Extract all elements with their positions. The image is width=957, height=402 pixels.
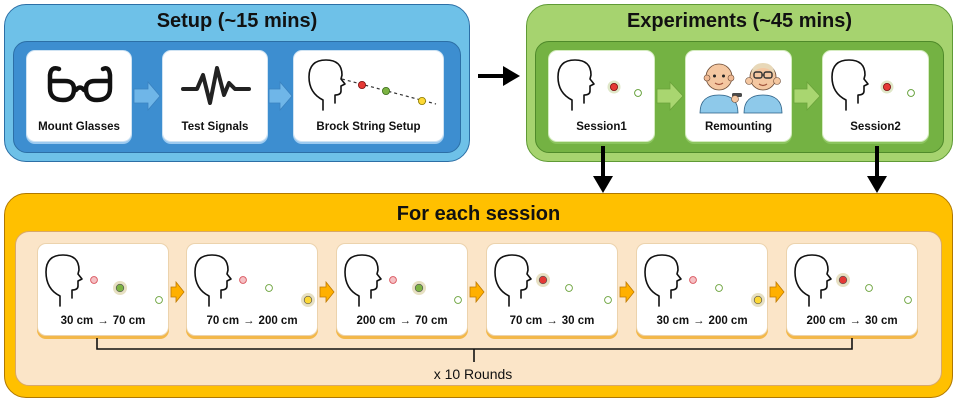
setup-step-mount-glasses: Mount Glasses [26,50,132,142]
setup-title: Setup (~15 mins) [156,10,318,32]
distance-from: 70 cm [509,315,543,327]
session-flow-arrow [619,280,635,304]
head-targets-icon [194,254,315,307]
head-targets-icon [494,254,612,307]
distance-to: 200 cm [708,315,748,327]
distance-to: 30 cm [864,315,898,327]
distance-from: 200 cm [806,315,846,327]
glasses-icon [47,66,113,103]
session-step-card: 30 cm→200 cm [636,243,768,336]
session-step-card: 70 cm→200 cm [186,243,318,336]
experiment-step-remounting: Remounting [685,50,792,142]
distance-to: 200 cm [258,315,298,327]
distance-transition-label: 70 cm→200 cm [187,315,317,327]
distance-transition-label: 70 cm→30 cm [487,315,617,327]
distance-from: 30 cm [656,315,690,327]
experiment-step-label: Remounting [704,121,773,133]
distance-to: 30 cm [561,315,595,327]
head-targets-icon [831,59,915,111]
setup-step-brock-string: Brock String Setup [293,50,444,142]
flow-arrow [793,80,821,112]
session-step-card: 200 cm→70 cm [336,243,468,336]
distance-transition-label: 30 cm→200 cm [637,315,767,327]
head-targets-icon [794,254,912,307]
head-targets-icon [644,254,765,307]
distance-transition-label: 200 cm→30 cm [787,315,917,327]
arrow-right-icon: → [243,315,255,327]
experiment-step-label: Session2 [850,121,901,133]
head-targets-icon [557,59,642,111]
rounds-label: x 10 Rounds [433,366,513,382]
distance-from: 30 cm [60,315,94,327]
distance-transition-label: 200 cm→70 cm [337,315,467,327]
signal-wave-icon [181,66,251,105]
people-remounting-icon [699,63,783,114]
session-step-card: 70 cm→30 cm [486,243,618,336]
distance-from: 70 cm [206,315,240,327]
head-targets-icon [344,254,462,307]
experiments-title: Experiments (~45 mins) [626,10,853,32]
distance-transition-label: 30 cm→70 cm [38,315,168,327]
arrow-right-icon: → [97,315,109,327]
arrow-right-icon: → [546,315,558,327]
flow-arrow [268,80,293,112]
experiment-step-session2: Session2 [822,50,929,142]
setup-step-label: Test Signals [181,121,249,133]
flow-arrow [133,80,161,112]
session-flow-arrow [469,280,485,304]
arrow-right-icon: → [849,315,861,327]
distance-to: 70 cm [112,315,146,327]
head-brock-string-icon [308,59,437,111]
rounds-bracket [96,338,853,350]
flow-arrow [656,80,684,112]
session-flow-arrow [319,280,335,304]
arrow-right-icon: → [399,315,411,327]
setup-step-test-signals: Test Signals [162,50,268,142]
distance-from: 200 cm [356,315,396,327]
session-flow-arrow [170,280,185,304]
session-step-card: 30 cm→70 cm [37,243,169,336]
head-targets-icon [45,254,163,307]
experiment-step-label: Session1 [576,121,627,133]
session-title: For each session [396,203,561,225]
distance-to: 70 cm [414,315,448,327]
arrow-right-icon: → [693,315,705,327]
setup-step-label: Mount Glasses [38,121,120,133]
setup-step-label: Brock String Setup [316,121,421,133]
session-step-card: 200 cm→30 cm [786,243,918,336]
experiment-step-session1: Session1 [548,50,655,142]
session-flow-arrow [769,280,785,304]
